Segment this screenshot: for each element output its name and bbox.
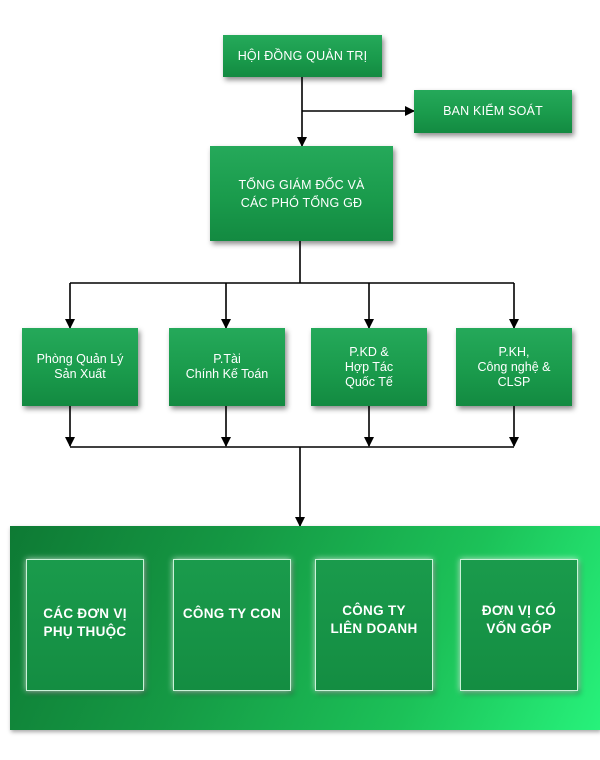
unit-box-joint-venture: CÔNG TY LIÊN DOANH <box>315 559 433 691</box>
department-box-production: Phòng Quản Lý Sản Xuất <box>22 328 138 406</box>
department-box-finance: P.Tài Chính Kế Toán <box>169 328 285 406</box>
unit-box-dependent: CÁC ĐƠN VỊ PHỤ THUỘC <box>26 559 144 691</box>
department-box-technology: P.KH, Công nghệ & CLSP <box>456 328 572 406</box>
board-of-directors-box: HỘI ĐỒNG QUẢN TRỊ <box>223 35 382 77</box>
department-box-business: P.KD & Hợp Tác Quốc Tế <box>311 328 427 406</box>
unit-box-capital-contribution: ĐƠN VỊ CÓ VỐN GÓP <box>460 559 578 691</box>
unit-box-subsidiary: CÔNG TY CON <box>173 559 291 691</box>
supervisory-board-box: BAN KIỂM SOÁT <box>414 90 572 133</box>
general-director-box: TỔNG GIÁM ĐỐC VÀ CÁC PHÓ TỔNG GĐ <box>210 146 393 241</box>
